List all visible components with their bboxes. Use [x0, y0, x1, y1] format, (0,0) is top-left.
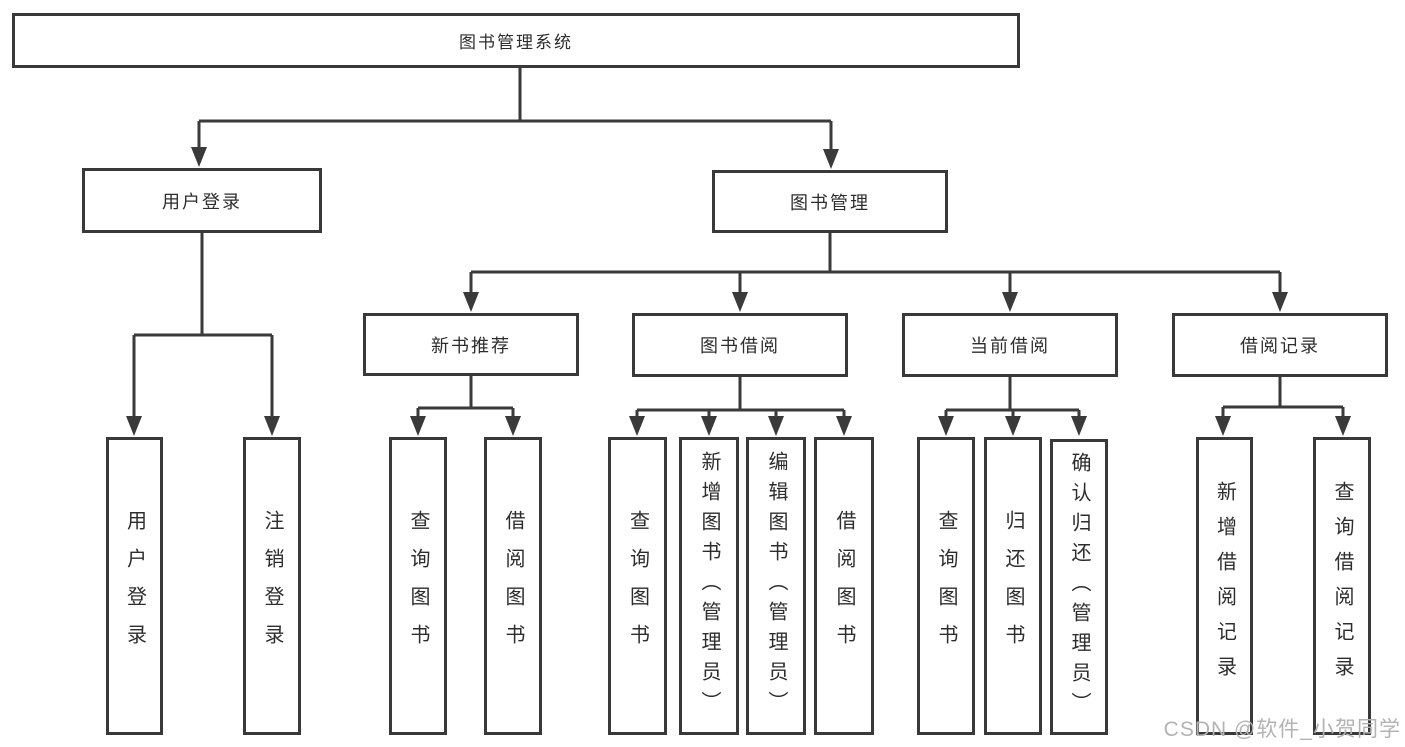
leaf-borrow-book-1-label: 借阅图书 — [502, 510, 524, 662]
node-book-borrow: 图书借阅 — [632, 313, 848, 377]
node-new-book-recommend-label: 新书推荐 — [431, 335, 511, 356]
leaf-edit-book-admin: 编辑图书（管理员） — [746, 437, 806, 735]
connector-root-to-level2 — [191, 68, 839, 169]
leaf-edit-book-admin-label: 编辑图书（管理员） — [765, 451, 787, 721]
leaf-add-borrow-record: 新增借阅记录 — [1196, 437, 1253, 735]
leaf-return-book-label: 归还图书 — [1002, 510, 1024, 662]
connector-new-book-branch — [410, 375, 521, 436]
leaf-query-borrow-record-label: 查询借阅记录 — [1331, 481, 1353, 691]
node-root-label: 图书管理系统 — [459, 33, 573, 52]
node-new-book-recommend: 新书推荐 — [363, 313, 579, 376]
leaf-query-book-2: 查询图书 — [608, 437, 667, 735]
node-book-borrow-label: 图书借阅 — [700, 336, 780, 356]
leaf-confirm-return-admin-label: 确认归还（管理员） — [1068, 452, 1090, 722]
node-borrow-records-label: 借阅记录 — [1240, 336, 1320, 356]
node-borrow-records: 借阅记录 — [1172, 313, 1388, 377]
leaf-query-book-2-label: 查询图书 — [626, 510, 649, 662]
node-user-login: 用户登录 — [82, 168, 322, 233]
connector-book-borrow-branch — [629, 377, 852, 436]
leaf-return-book: 归还图书 — [984, 437, 1042, 735]
leaf-user-login-label: 用户登录 — [123, 510, 146, 662]
node-user-login-label: 用户登录 — [162, 191, 242, 212]
leaf-add-borrow-record-label: 新增借阅记录 — [1213, 481, 1236, 691]
leaf-query-book-1: 查询图书 — [389, 437, 447, 735]
node-book-management-label: 图书管理 — [790, 192, 870, 213]
leaf-logout-label: 注销登录 — [261, 510, 283, 662]
leaf-add-book-admin-label: 新增图书（管理员） — [698, 451, 720, 721]
leaf-user-login: 用户登录 — [106, 437, 163, 735]
leaf-borrow-book-1: 借阅图书 — [484, 437, 542, 735]
node-current-borrow-label: 当前借阅 — [970, 336, 1050, 356]
leaf-logout: 注销登录 — [243, 437, 301, 735]
leaf-borrow-book-2-label: 借阅图书 — [833, 510, 855, 662]
node-book-management: 图书管理 — [712, 170, 948, 233]
leaf-borrow-book-2: 借阅图书 — [814, 437, 874, 735]
leaf-query-book-3-label: 查询图书 — [935, 510, 957, 662]
leaf-query-book-3: 查询图书 — [917, 437, 975, 735]
csdn-watermark: CSDN @软件_小贺同学 — [1163, 718, 1401, 741]
connector-user-login-branch — [126, 232, 280, 436]
leaf-add-book-admin: 新增图书（管理员） — [679, 437, 739, 735]
connector-current-borrow-branch — [938, 377, 1087, 436]
connector-book-management-branch — [463, 233, 1288, 312]
connector-borrow-records-branch — [1215, 377, 1351, 436]
leaf-query-book-1-label: 查询图书 — [407, 510, 429, 662]
leaf-query-borrow-record: 查询借阅记录 — [1313, 437, 1371, 735]
node-current-borrow: 当前借阅 — [902, 313, 1118, 377]
leaf-confirm-return-admin: 确认归还（管理员） — [1050, 439, 1108, 735]
node-root-system: 图书管理系统 — [12, 13, 1020, 68]
